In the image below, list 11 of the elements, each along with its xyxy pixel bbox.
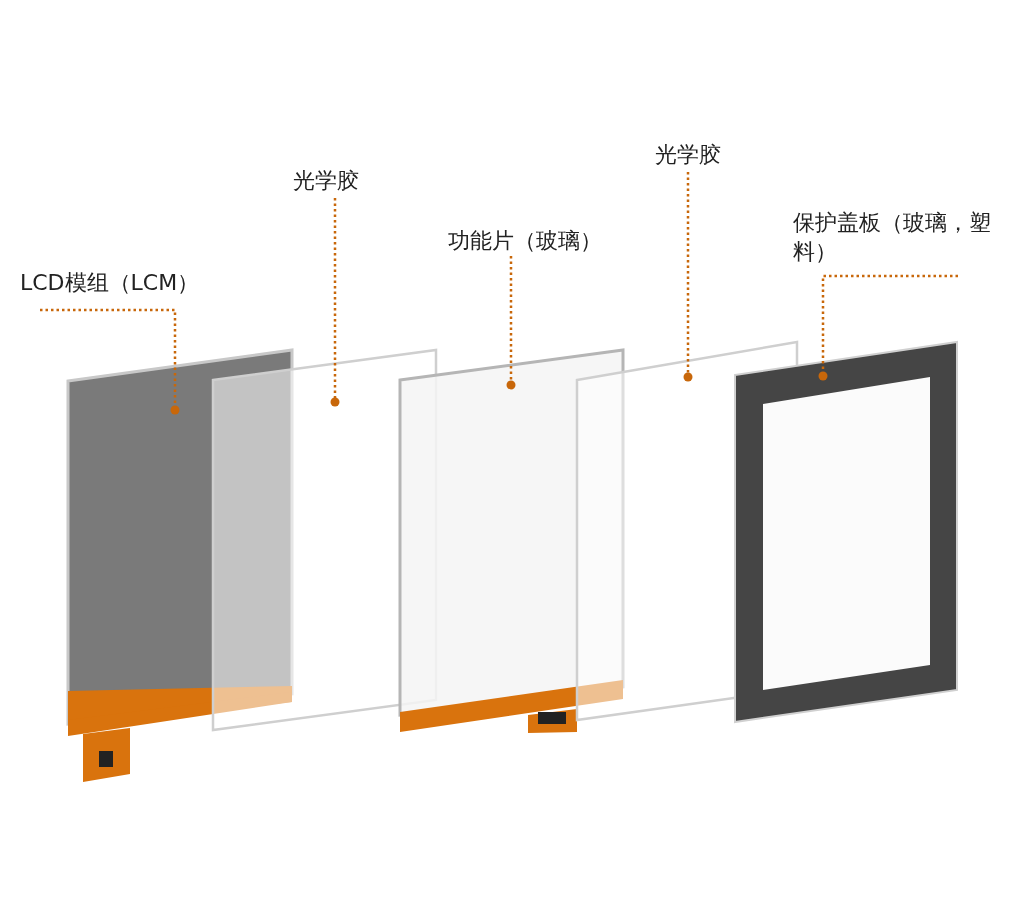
leader-line bbox=[683, 172, 693, 382]
part-label: LCD模组（LCM） bbox=[20, 268, 250, 297]
part-label: 光学胶 bbox=[655, 140, 745, 169]
cover-plate-frame-drawing bbox=[733, 340, 959, 725]
part-label: 功能片（玻璃） bbox=[448, 226, 648, 255]
leader-line bbox=[40, 308, 180, 415]
leader-line bbox=[818, 274, 958, 381]
part-label: 光学胶 bbox=[293, 166, 383, 195]
leader-line bbox=[506, 256, 516, 390]
part-label: 保护盖板（玻璃，塑料） bbox=[793, 208, 1018, 266]
leader-line bbox=[330, 198, 340, 407]
